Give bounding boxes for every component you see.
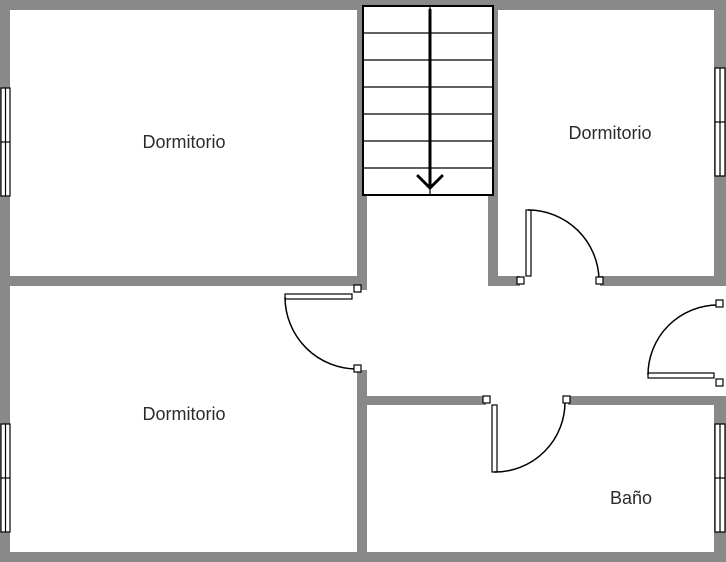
floor-bedroom-bottom-left [10,286,357,552]
door-bedroom-bottom-left[interactable] [284,284,362,373]
floor-bedroom-top-right [498,10,714,276]
door-gap-bedroom-bottom-left [356,290,368,370]
room-label-bedroom-top-left: Dormitorio [142,132,225,152]
staircase [362,5,494,196]
door-gap-east-exit [713,300,726,384]
floor-bathroom [367,405,714,552]
door-gap-bathroom [486,395,568,406]
door-east-exit[interactable] [647,299,724,387]
room-label-bedroom-bottom-left: Dormitorio [142,404,225,424]
room-label-bathroom: Baño [610,488,652,508]
window-west-top [0,87,11,197]
window-east-bottom [714,423,726,533]
door-bathroom[interactable] [482,395,571,473]
door-gap-bedroom-top-right [520,275,600,287]
room-label-bedroom-top-right: Dormitorio [568,123,651,143]
window-west-bottom [0,423,11,533]
door-bedroom-top-right[interactable] [516,209,604,285]
floor-hall-east [367,286,726,396]
stairs-down-arrow-icon [416,8,444,190]
window-east-top [714,67,726,177]
floor-bedroom-top-left [10,10,357,276]
stair-steps [363,32,493,169]
